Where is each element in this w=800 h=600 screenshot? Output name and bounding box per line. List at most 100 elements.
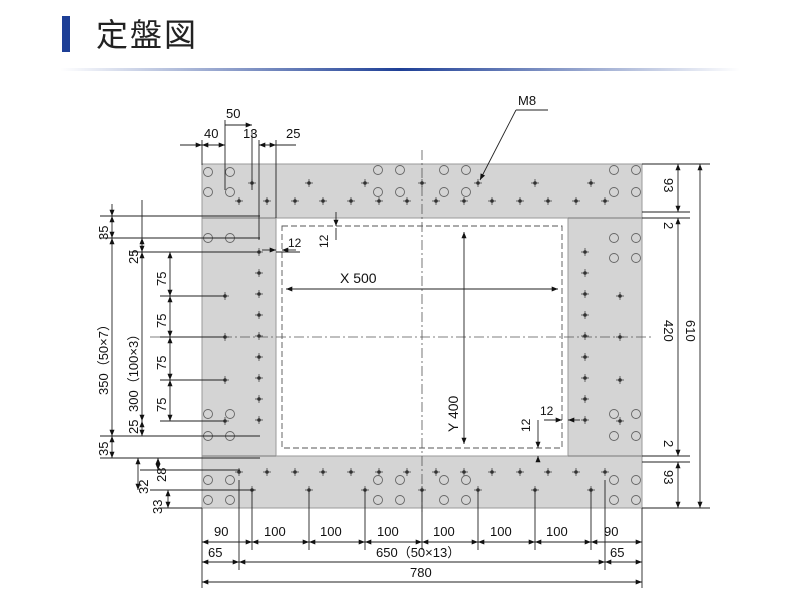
through-hole-icon — [461, 475, 471, 485]
tapped-hole-icon — [255, 332, 263, 340]
through-hole-icon — [203, 495, 213, 505]
through-hole-icon — [631, 253, 641, 263]
tapped-hole-icon — [255, 353, 263, 361]
dim-left-33: 33 — [150, 500, 165, 514]
dim-left-350: 350（50×7） — [96, 318, 111, 395]
dim-inner-12b: 12 — [317, 234, 331, 248]
dim-right-93-top: 93 — [661, 178, 676, 192]
dim-bot-100-3: 100 — [377, 524, 399, 539]
tapped-hole-icon — [581, 290, 589, 298]
dim-left-28: 28 — [154, 468, 169, 482]
through-hole-icon — [609, 165, 619, 175]
tapped-hole-icon — [516, 197, 524, 205]
tapped-hole-icon — [403, 197, 411, 205]
tapped-hole-icon — [581, 248, 589, 256]
through-hole-icon — [225, 167, 235, 177]
through-hole-icon — [395, 187, 405, 197]
through-hole-icon — [225, 475, 235, 485]
dim-bot-100-6: 100 — [546, 524, 568, 539]
hole-pattern — [203, 165, 641, 505]
through-hole-icon — [609, 233, 619, 243]
dim-left-75d: 75 — [154, 398, 169, 412]
tapped-hole-icon — [305, 179, 313, 187]
through-hole-icon — [203, 187, 213, 197]
dim-bot-100-1: 100 — [264, 524, 286, 539]
through-hole-icon — [439, 187, 449, 197]
tapped-hole-icon — [581, 395, 589, 403]
dim-left-25-top: 25 — [126, 250, 141, 264]
tapped-hole-icon — [531, 179, 539, 187]
tapped-hole-icon — [255, 416, 263, 424]
x-travel-label: X 500 — [340, 270, 377, 286]
tapped-hole-icon — [601, 197, 609, 205]
tapped-hole-icon — [375, 468, 383, 476]
inner-offset-dimensions: 12 12 12 12 — [262, 212, 580, 463]
through-hole-icon — [203, 475, 213, 485]
bottom-dimensions: 90 100 100 100 100 100 100 90 65 650（50×… — [201, 480, 643, 588]
through-hole-icon — [225, 187, 235, 197]
through-hole-icon — [631, 495, 641, 505]
dim-left-75b: 75 — [154, 314, 169, 328]
through-hole-icon — [631, 409, 641, 419]
tapped-hole-icon — [544, 468, 552, 476]
tapped-hole-icon — [347, 468, 355, 476]
tapped-hole-icon — [488, 468, 496, 476]
dim-left-35-bot: 35 — [96, 442, 111, 456]
through-hole-icon — [631, 187, 641, 197]
page-title: 定盤図 — [96, 16, 199, 54]
tapped-hole-icon — [418, 179, 426, 187]
dim-inner-12d: 12 — [540, 404, 554, 418]
through-hole-icon — [631, 233, 641, 243]
dim-right-420: 420 — [661, 320, 676, 342]
through-hole-icon — [395, 475, 405, 485]
dim-top-40: 40 — [204, 126, 218, 141]
dim-top-50: 50 — [226, 106, 240, 121]
tapped-hole-icon — [361, 179, 369, 187]
tapped-hole-icon — [235, 468, 243, 476]
dim-inner-12c: 12 — [519, 418, 533, 432]
through-hole-icon — [225, 409, 235, 419]
dim-inner-12a: 12 — [288, 236, 302, 250]
tapped-hole-icon — [375, 197, 383, 205]
tapped-hole-icon — [587, 179, 595, 187]
tapped-hole-icon — [616, 292, 624, 300]
dim-top-25: 25 — [286, 126, 300, 141]
tapped-hole-icon — [544, 197, 552, 205]
tapped-hole-icon — [616, 417, 624, 425]
tapped-hole-icon — [403, 468, 411, 476]
through-hole-icon — [439, 495, 449, 505]
dim-bot-100-2: 100 — [320, 524, 342, 539]
m8-leader — [479, 109, 517, 181]
tapped-hole-icon — [255, 311, 263, 319]
tapped-hole-icon — [601, 468, 609, 476]
tapped-hole-icon — [255, 290, 263, 298]
tapped-hole-icon — [291, 468, 299, 476]
tapped-hole-icon — [347, 197, 355, 205]
top-dimensions: 40 50 13 25 — [180, 106, 300, 240]
tapped-hole-icon — [235, 197, 243, 205]
tapped-hole-icon — [255, 395, 263, 403]
through-hole-icon — [439, 165, 449, 175]
through-hole-icon — [609, 409, 619, 419]
dim-bot-780: 780 — [410, 565, 432, 580]
through-hole-icon — [203, 167, 213, 177]
tapped-hole-icon — [581, 269, 589, 277]
dim-bot-65-right: 65 — [610, 545, 624, 560]
through-hole-icon — [609, 475, 619, 485]
dim-right-610: 610 — [683, 320, 698, 342]
m8-label: M8 — [518, 93, 536, 108]
tapped-hole-icon — [432, 468, 440, 476]
dim-bot-90-left: 90 — [214, 524, 228, 539]
tapped-hole-icon — [255, 269, 263, 277]
tapped-hole-icon — [255, 374, 263, 382]
dim-bot-65-left: 65 — [208, 545, 222, 560]
dim-left-75c: 75 — [154, 356, 169, 370]
title-accent-bar — [62, 16, 70, 52]
dim-bot-100-5: 100 — [490, 524, 512, 539]
through-hole-icon — [609, 253, 619, 263]
tapped-hole-icon — [488, 197, 496, 205]
tapped-hole-icon — [581, 374, 589, 382]
dim-left-75a: 75 — [154, 272, 169, 286]
through-hole-icon — [631, 431, 641, 441]
through-hole-icon — [631, 165, 641, 175]
